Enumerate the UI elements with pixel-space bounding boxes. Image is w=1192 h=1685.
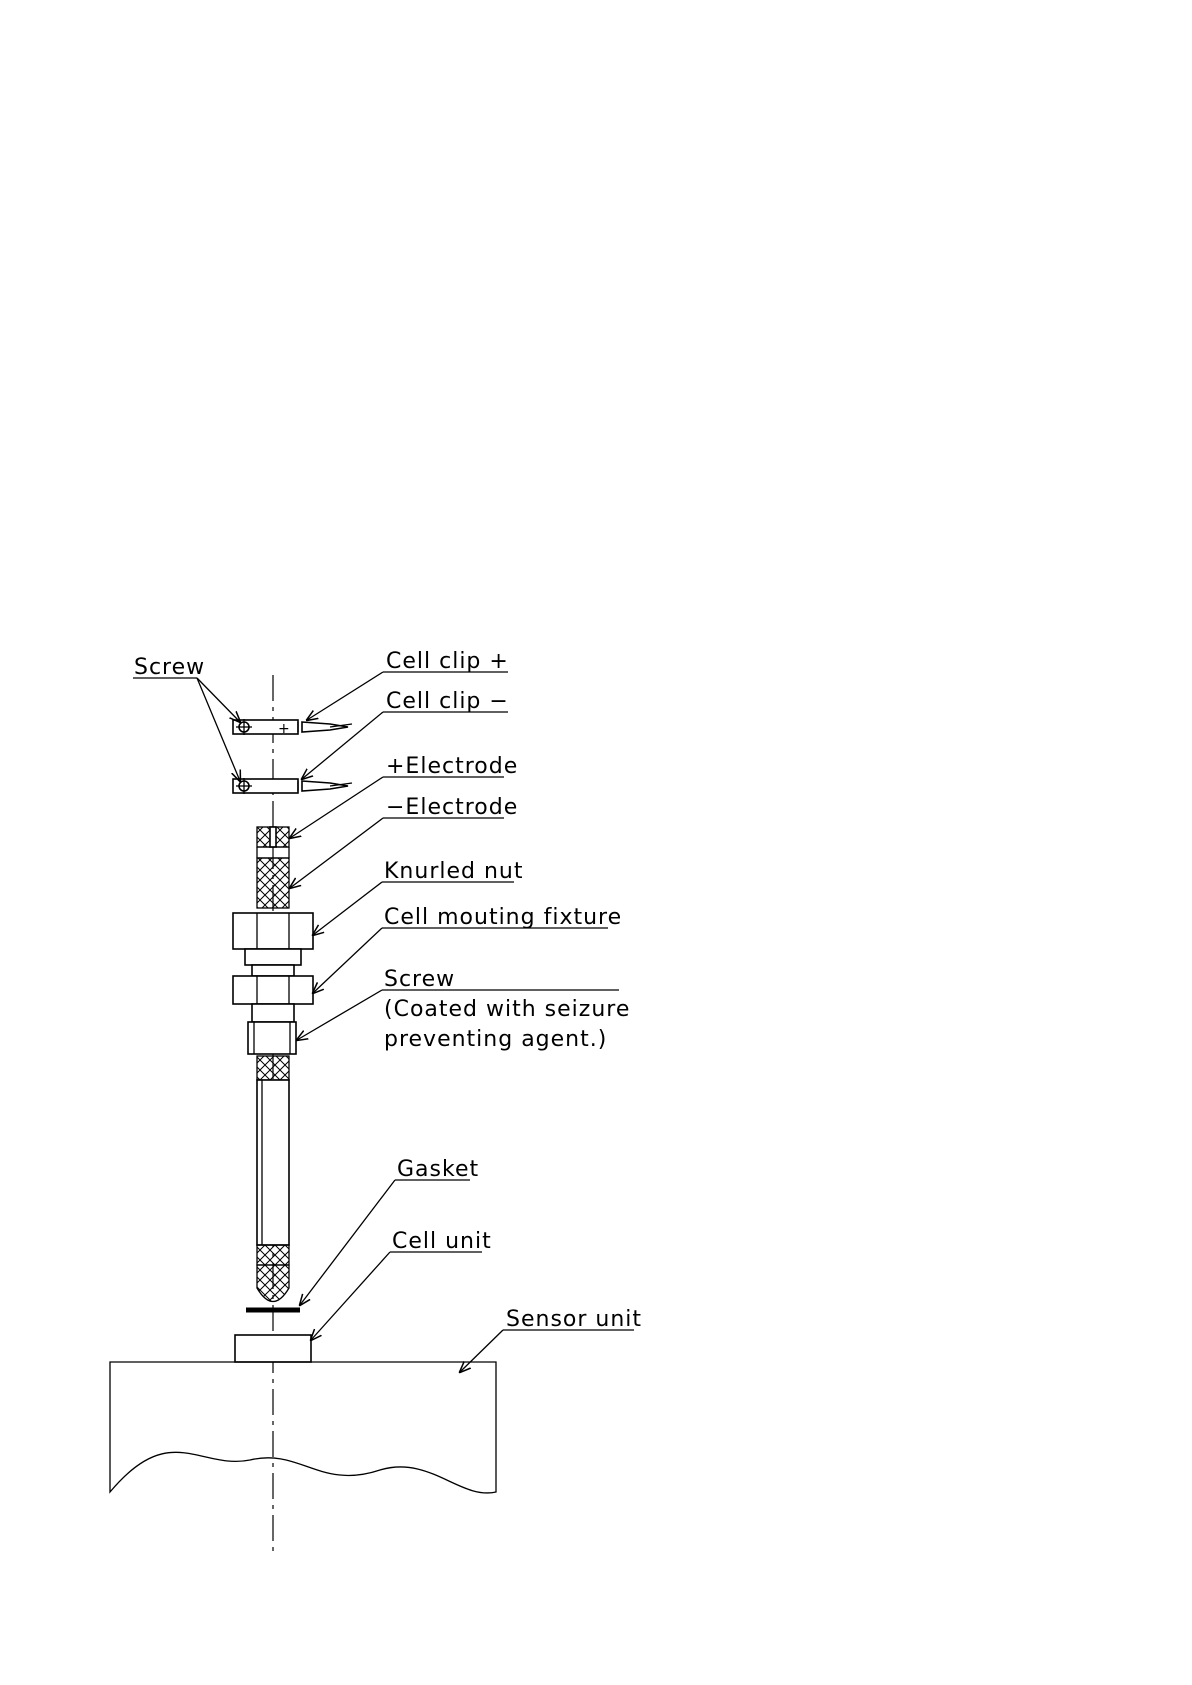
leader-lines	[133, 672, 634, 1372]
label-cell-mounting-fixture: Cell mouting fixture	[384, 905, 622, 930]
screw-threaded-part	[248, 1004, 296, 1054]
label-minus-electrode: −Electrode	[386, 795, 518, 820]
knurled-nut	[233, 913, 313, 976]
cell-mounting-fixture	[233, 976, 313, 1004]
label-screw-note-line2: preventing agent.)	[384, 1027, 607, 1052]
sensor-unit	[110, 1362, 496, 1493]
label-sensor-unit: Sensor unit	[506, 1307, 642, 1332]
label-plus-electrode: +Electrode	[386, 754, 518, 779]
label-screw-lower: Screw	[384, 967, 455, 992]
cell-clip-minus	[233, 778, 352, 794]
label-gasket: Gasket	[397, 1157, 479, 1182]
label-cell-clip-plus: Cell clip +	[386, 649, 509, 674]
label-screw-top: Screw	[134, 655, 205, 680]
label-cell-unit: Cell unit	[392, 1229, 492, 1254]
label-knurled-nut: Knurled nut	[384, 859, 523, 884]
label-screw-note-line1: (Coated with seizure	[384, 997, 630, 1022]
clip-plus-mark: +	[278, 721, 291, 737]
label-cell-clip-minus: Cell clip −	[386, 689, 509, 714]
electrode-body	[257, 1056, 289, 1302]
cell-clip-plus: +	[233, 719, 352, 737]
cell-unit	[235, 1335, 311, 1362]
electrode-top	[257, 827, 289, 908]
